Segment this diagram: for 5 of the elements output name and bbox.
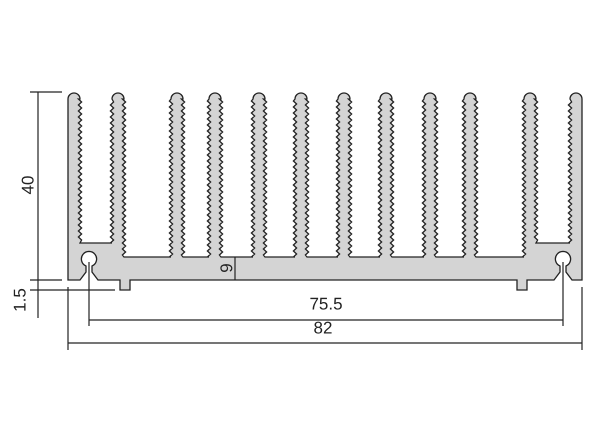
dimension-label: 40 [20,176,36,194]
dimension-label: 6 [218,263,234,273]
dimension-label: 82 [314,320,332,336]
dimension-label: 75.5 [309,296,343,312]
dimension-label: 1.5 [12,288,28,312]
